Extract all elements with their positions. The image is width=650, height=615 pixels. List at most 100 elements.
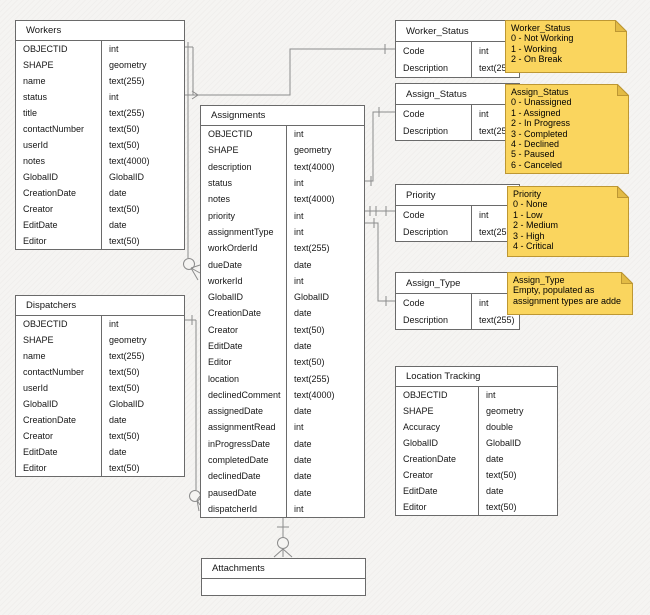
field-name[interactable]: userId: [23, 140, 49, 150]
field-name[interactable]: CreationDate: [208, 308, 262, 319]
field-type[interactable]: text(50): [478, 499, 557, 515]
field-type[interactable]: text(50): [101, 137, 184, 153]
field-type[interactable]: date: [101, 444, 184, 460]
field-type[interactable]: text(255): [101, 105, 184, 121]
field-name[interactable]: OBJECTID: [23, 44, 68, 54]
field-name[interactable]: SHAPE: [208, 145, 239, 156]
field-type[interactable]: int: [471, 105, 519, 123]
field-type[interactable]: int: [286, 419, 364, 436]
field-name[interactable]: userId: [23, 383, 49, 393]
field-type[interactable]: geometry: [101, 57, 184, 73]
field-name[interactable]: SHAPE: [23, 335, 54, 345]
field-name[interactable]: Editor: [23, 463, 47, 473]
field-name[interactable]: SHAPE: [403, 406, 434, 416]
field-name[interactable]: EditDate: [23, 447, 58, 457]
field-type[interactable]: int: [286, 207, 364, 224]
field-type[interactable]: text(50): [101, 364, 184, 380]
field-type[interactable]: text(255): [471, 59, 519, 77]
field-name[interactable]: Code: [403, 209, 425, 220]
field-type[interactable]: int: [286, 174, 364, 192]
field-type[interactable]: text(255): [286, 240, 364, 257]
field-name[interactable]: Creator: [403, 470, 434, 480]
field-type[interactable]: geometry: [101, 332, 184, 348]
field-type[interactable]: date: [101, 217, 184, 233]
field-name[interactable]: declinedComment: [208, 389, 281, 400]
field-name[interactable]: Accuracy: [403, 422, 441, 432]
field-type[interactable]: text(4000): [286, 386, 364, 404]
field-type[interactable]: int: [101, 89, 184, 105]
field-type[interactable]: date: [286, 403, 364, 420]
field-type[interactable]: date: [101, 412, 184, 428]
field-name[interactable]: title: [23, 108, 38, 118]
field-name[interactable]: EditDate: [23, 220, 58, 230]
field-name[interactable]: status: [208, 178, 233, 189]
field-name[interactable]: assignedDate: [208, 406, 264, 417]
field-type[interactable]: int: [471, 294, 519, 312]
field-type[interactable]: text(255): [471, 122, 519, 140]
field-name[interactable]: Description: [403, 315, 449, 326]
field-name[interactable]: notes: [208, 194, 231, 205]
field-type[interactable]: text(255): [471, 311, 519, 329]
field-name[interactable]: GlobalID: [403, 438, 439, 448]
field-name[interactable]: CreationDate: [23, 415, 77, 425]
field-name[interactable]: completedDate: [208, 455, 269, 466]
field-type[interactable]: int: [101, 41, 184, 57]
field-type[interactable]: text(50): [101, 460, 184, 476]
field-name[interactable]: Description: [403, 227, 449, 238]
empty-row[interactable]: [202, 579, 365, 595]
field-type[interactable]: date: [286, 484, 364, 501]
field-type[interactable]: int: [471, 206, 519, 224]
field-name[interactable]: dueDate: [208, 259, 243, 270]
field-type[interactable]: text(4000): [101, 153, 184, 169]
field-name[interactable]: Editor: [208, 357, 232, 368]
field-name[interactable]: Creator: [23, 204, 54, 214]
field-type[interactable]: date: [478, 483, 557, 499]
edge-workers-to-assignments[interactable]: [183, 42, 201, 281]
field-type[interactable]: text(50): [286, 321, 364, 338]
field-type[interactable]: text(50): [101, 233, 184, 249]
field-name[interactable]: contactNumber: [23, 367, 85, 377]
field-name[interactable]: declinedDate: [208, 471, 261, 482]
edge-assignments-to-assign-status[interactable]: [365, 107, 395, 186]
edge-assignments-to-assign-type[interactable]: [365, 218, 395, 306]
field-name[interactable]: location: [208, 373, 240, 384]
field-name[interactable]: OBJECTID: [403, 390, 448, 400]
field-type[interactable]: int: [286, 500, 364, 518]
field-name[interactable]: priority: [208, 210, 236, 221]
field-type[interactable]: double: [478, 419, 557, 435]
field-type[interactable]: geometry: [478, 403, 557, 419]
field-type[interactable]: GlobalID: [478, 435, 557, 451]
field-name[interactable]: description: [208, 161, 252, 172]
field-name[interactable]: CreationDate: [403, 454, 457, 464]
field-type[interactable]: text(50): [101, 380, 184, 396]
field-name[interactable]: Code: [403, 45, 425, 56]
field-type[interactable]: GlobalID: [101, 396, 184, 412]
field-type[interactable]: text(255): [101, 73, 184, 89]
field-type[interactable]: geometry: [286, 142, 364, 159]
field-name[interactable]: OBJECTID: [23, 319, 68, 329]
field-name[interactable]: contactNumber: [23, 124, 85, 134]
field-name[interactable]: OBJECTID: [208, 129, 253, 140]
field-name[interactable]: GlobalID: [23, 172, 59, 182]
field-name[interactable]: notes: [23, 156, 46, 166]
entity-table-attachments[interactable]: Attachments: [201, 558, 366, 596]
field-type[interactable]: text(255): [286, 370, 364, 387]
field-name[interactable]: CreationDate: [23, 188, 77, 198]
field-type[interactable]: text(50): [478, 467, 557, 483]
field-type[interactable]: int: [478, 387, 557, 403]
field-name[interactable]: pausedDate: [208, 487, 257, 498]
field-name[interactable]: status: [23, 92, 48, 102]
field-type[interactable]: date: [478, 451, 557, 467]
field-type[interactable]: text(4000): [286, 191, 364, 208]
